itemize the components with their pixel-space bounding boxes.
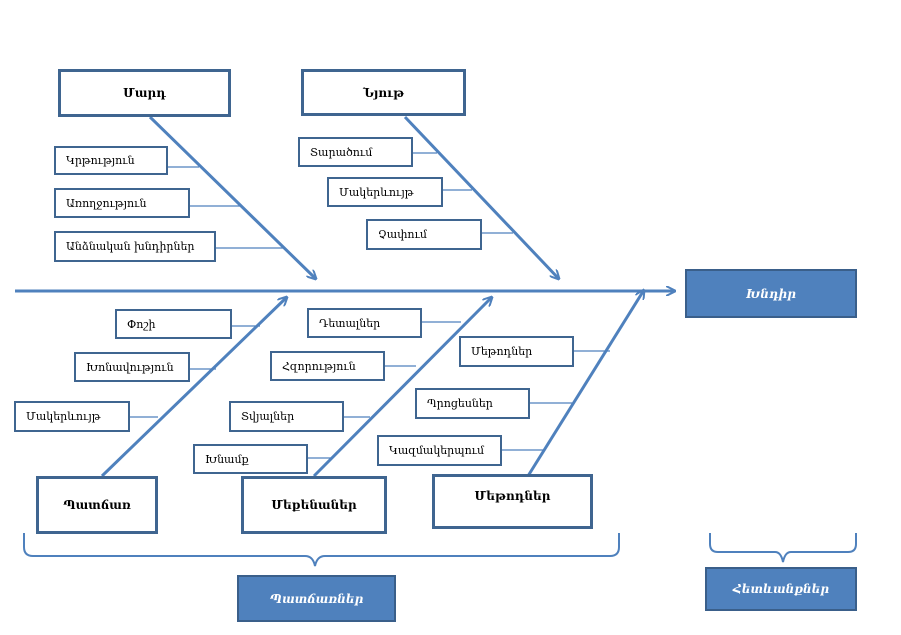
bone-machines [312,297,492,478]
effect-label: Խնդիր [746,286,796,301]
cause-box: Փոշի [115,309,232,339]
category-people-label: Մարդ [123,86,166,100]
cause-label: Մակերևույթ [339,185,414,199]
category-material-label: Նյութ [363,85,404,100]
cause-label: Փոշի [127,317,156,331]
cause-label: Տվյալներ [241,410,295,423]
effects-label-box: Հետևանքներ [705,567,857,611]
cause-label: Անձնական խնդիրներ [66,240,195,253]
effects-brace [709,533,857,563]
bone-people [148,115,316,279]
category-people: Մարդ [58,69,231,117]
cause-label: Հզորություն [282,359,356,373]
category-environment: Պատճառ [36,476,158,534]
cause-label: Առողջություն [66,196,147,210]
causes-brace [23,533,620,567]
cause-box: Տարածում [298,137,413,167]
cause-label: Մակերևույթ [26,410,101,423]
bone-methods [526,290,644,477]
cause-label: Դետալներ [319,316,381,330]
cause-label: Կազմակերպում [389,444,485,457]
cause-box: Խոնավություն [74,352,190,382]
cause-box: Կրթություն [54,146,168,175]
cause-label: Տարածում [310,145,373,159]
effect-box: Խնդիր [685,269,857,318]
causes-label: Պատճառներ [269,591,364,606]
cause-box: Դետալներ [307,308,422,338]
cause-box: Մակերևույթ [14,401,130,432]
cause-box: Մեթոդներ [459,336,574,367]
category-machines-label: Մեքենաներ [271,498,357,512]
cause-label: Պրոցեսներ [427,397,493,410]
cause-box: Խնամք [193,444,308,474]
causes-label-box: Պատճառներ [237,575,396,622]
cause-box: Տվյալներ [229,401,344,432]
category-methods-label: Մեթոդներ [474,489,551,503]
cause-box: Չափում [366,219,482,250]
cause-label: Չափում [378,228,427,241]
bone-material [403,115,559,279]
category-material: Նյութ [301,69,466,116]
category-methods: Մեթոդներ [432,474,593,529]
category-environment-label: Պատճառ [63,498,131,512]
cause-label: Խոնավություն [86,360,174,374]
cause-box: Մակերևույթ [327,177,443,207]
effects-label: Հետևանքներ [732,582,830,596]
bone-environment [100,297,287,478]
cause-box: Անձնական խնդիրներ [54,231,216,262]
cause-box: Հզորություն [270,351,385,381]
category-machines: Մեքենաներ [241,476,387,534]
cause-box: Առողջություն [54,188,190,218]
cause-label: Մեթոդներ [471,345,533,358]
cause-label: Կրթություն [66,154,135,167]
cause-label: Խնամք [205,452,249,466]
cause-box: Կազմակերպում [377,435,502,466]
cause-box: Պրոցեսներ [415,388,530,419]
